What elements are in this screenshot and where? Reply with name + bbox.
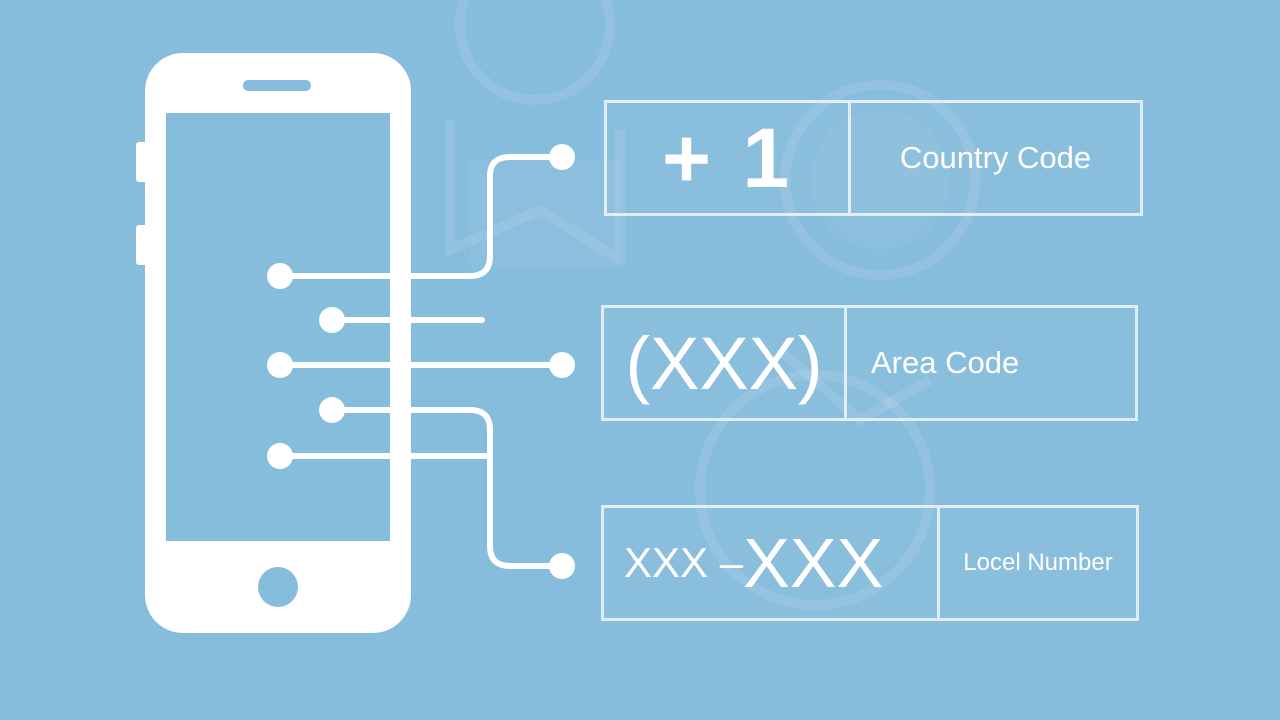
local-number-value: XXX – XXX: [604, 508, 957, 618]
local-number-label: Locel Number: [963, 549, 1113, 576]
connector-dot: [267, 443, 293, 469]
field-divider: [848, 103, 851, 213]
connector-dot: [549, 352, 575, 378]
country-code-label: Country Code: [899, 140, 1092, 175]
connector-dot: [549, 144, 575, 170]
connector-dot: [267, 352, 293, 378]
local-number-field: XXX – XXX Locel Number: [601, 505, 1139, 621]
field-divider: [844, 308, 847, 418]
connector-dot: [319, 397, 345, 423]
area-code-value: (XXX): [625, 321, 823, 405]
local-number-main: XXX: [743, 524, 884, 602]
field-divider: [937, 508, 940, 618]
country-code-field: + 1 Country Code: [604, 100, 1143, 216]
area-code-field: (XXX) Area Code: [601, 305, 1138, 421]
connector-local: [329, 407, 565, 569]
area-code-label: Area Code: [871, 345, 1020, 380]
connector-dot: [319, 307, 345, 333]
country-code-value: + 1: [661, 110, 794, 205]
connector-country: [277, 154, 565, 279]
connector-dot: [267, 263, 293, 289]
local-number-prefix: XXX –: [624, 539, 744, 586]
connector-dot: [549, 553, 575, 579]
